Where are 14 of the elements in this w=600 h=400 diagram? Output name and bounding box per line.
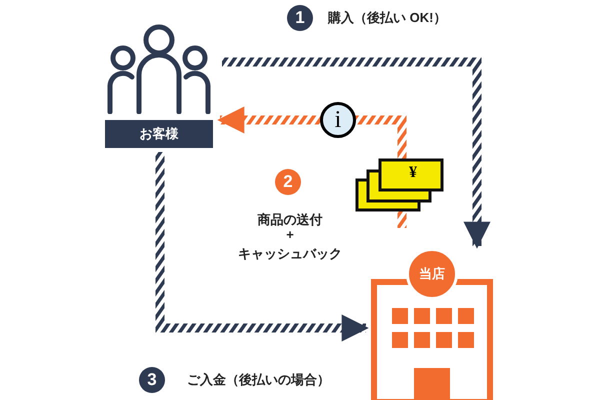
step-label: ご入金（後払いの場合） [187, 371, 330, 389]
step-number: 3 [139, 367, 165, 393]
step-number: 2 [275, 169, 301, 195]
plus-sign: + [285, 228, 295, 241]
step-number: 1 [287, 5, 313, 31]
step-label: 購入（後払い OK!） [328, 9, 446, 27]
step-label: キャッシュバック [237, 245, 343, 263]
store-badge: 当店 [406, 248, 458, 300]
step-label: 商品の送付 [256, 211, 324, 229]
arrow [156, 152, 369, 342]
info-icon: i [320, 102, 356, 138]
customer-label: お客様 [105, 120, 213, 148]
arrow [222, 58, 490, 249]
yen-symbol: ¥ [408, 163, 418, 183]
